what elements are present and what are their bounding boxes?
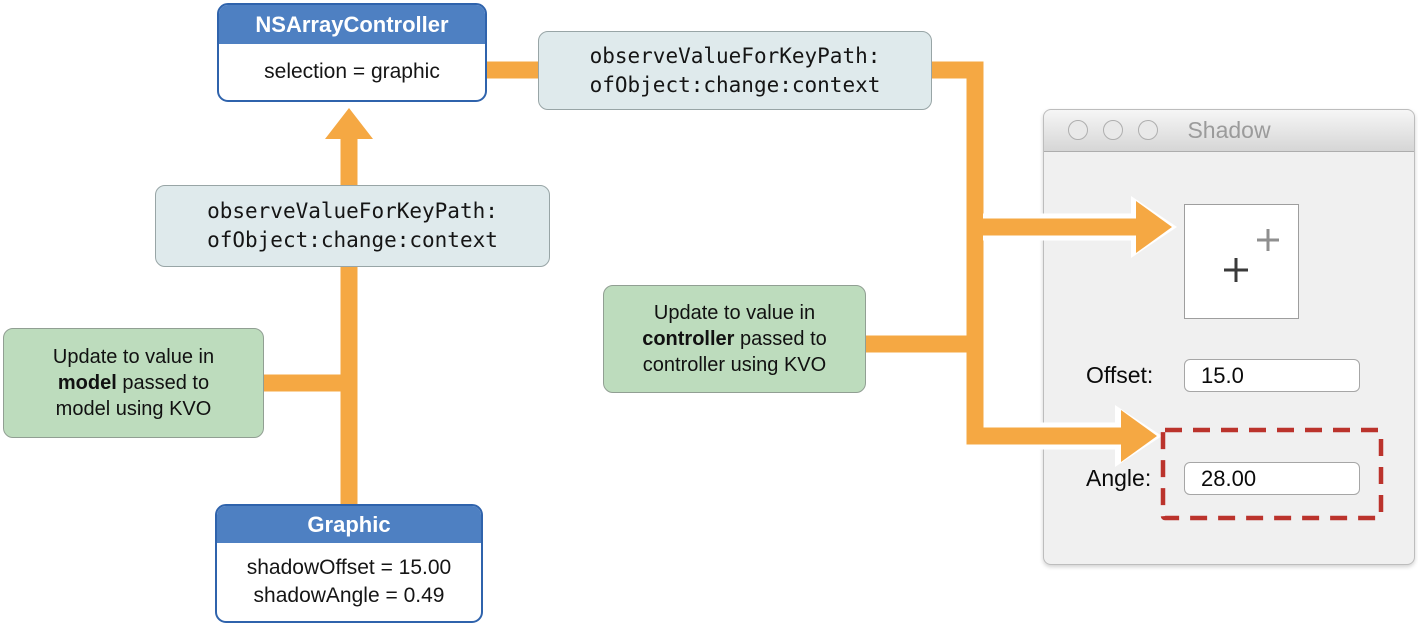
- graphic-title: Graphic: [217, 506, 481, 543]
- nsarraycontroller-selection-text: selection = graphic: [264, 60, 440, 83]
- offset-label: Offset:: [1086, 362, 1154, 388]
- nsarraycontroller-title: NSArrayController: [219, 5, 485, 44]
- kvo-callback-top-box: observeValueForKeyPath: ofObject:change:…: [538, 31, 932, 110]
- shadow-preview-well[interactable]: [1184, 204, 1299, 319]
- shadow-inspector-window: Shadow Offset: Angle:: [1043, 109, 1415, 565]
- close-button[interactable]: [1068, 120, 1088, 140]
- graphic-shadow-angle-text: shadowAngle = 0.49: [253, 584, 445, 607]
- angle-label: Angle:: [1086, 465, 1152, 491]
- angle-input[interactable]: [1184, 462, 1360, 495]
- note-line: model passed to: [57, 372, 210, 394]
- window-title: Shadow: [1187, 117, 1271, 143]
- kvo-method-line: ofObject:change:context: [207, 228, 498, 252]
- note-line: controller passed to: [642, 328, 827, 350]
- kvo-method-line: observeValueForKeyPath:: [207, 199, 498, 223]
- model-to-controller-arrowhead-icon: [325, 108, 373, 139]
- shadow-origin-crosshair-icon: [1257, 229, 1279, 251]
- nsarraycontroller-box: NSArrayController selection = graphic: [217, 3, 487, 102]
- minimize-button[interactable]: [1103, 120, 1123, 140]
- note-line: Update to value in: [653, 302, 816, 324]
- zoom-button[interactable]: [1138, 120, 1158, 140]
- note-line: controller using KVO: [642, 354, 827, 376]
- note-line: model using KVO: [55, 398, 212, 420]
- shadow-offset-crosshair-icon: [1224, 258, 1248, 282]
- offset-input[interactable]: [1184, 359, 1360, 392]
- graphic-model-box: Graphic shadowOffset = 15.00 shadowAngle…: [215, 504, 483, 623]
- graphic-shadow-offset-text: shadowOffset = 15.00: [246, 556, 452, 579]
- kvo-callback-mid-box: observeValueForKeyPath: ofObject:change:…: [155, 185, 550, 267]
- window-titlebar[interactable]: Shadow: [1044, 110, 1414, 152]
- kvo-method-line: observeValueForKeyPath:: [589, 43, 881, 68]
- kvo-method-line: ofObject:change:context: [589, 72, 881, 97]
- note-line: Update to value in: [52, 346, 215, 368]
- model-update-note: Update to value in model passed to model…: [3, 328, 264, 438]
- controller-update-note: Update to value in controller passed to …: [603, 285, 866, 393]
